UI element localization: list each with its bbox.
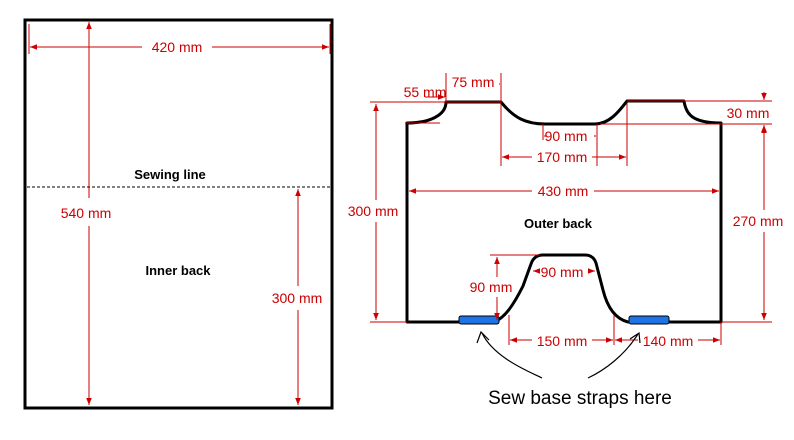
strap-pointer-right-head xyxy=(629,331,641,344)
dim-170-label: 170 mm xyxy=(537,149,588,165)
dim-300-outer-label: 300 mm xyxy=(348,203,399,219)
inner-back-label: Inner back xyxy=(145,263,211,278)
strap-pointer-left-head xyxy=(476,330,490,344)
inner-back-outline xyxy=(23,18,334,410)
inner-lower-height-label: 300 mm xyxy=(272,290,323,306)
dim-75-label: 75 mm xyxy=(452,74,495,90)
strap-marker-left xyxy=(458,315,500,325)
dim-90-bottom-width-label: 90 mm xyxy=(541,264,584,280)
inner-width-label: 420 mm xyxy=(152,39,203,55)
outer-back-label: Outer back xyxy=(524,216,593,231)
dim-90-top-label: 90 mm xyxy=(545,128,588,144)
dim-430-label: 430 mm xyxy=(538,183,589,199)
dim-150-label: 150 mm xyxy=(537,333,588,349)
dim-55-label: 55 mm xyxy=(404,84,447,100)
dim-140-label: 140 mm xyxy=(643,333,694,349)
strap-pointer-left xyxy=(481,332,543,379)
dim-90-bottom-height-label: 90 mm xyxy=(470,279,513,295)
sewing-line-label: Sewing line xyxy=(134,167,206,182)
dim-270-label: 270 mm xyxy=(733,213,784,229)
strap-pointer-right xyxy=(587,333,639,379)
strap-note: Sew base straps here xyxy=(488,388,672,409)
inner-height-label: 540 mm xyxy=(61,205,112,221)
strap-marker-right xyxy=(628,315,670,325)
dim-30-label: 30 mm xyxy=(727,105,770,121)
